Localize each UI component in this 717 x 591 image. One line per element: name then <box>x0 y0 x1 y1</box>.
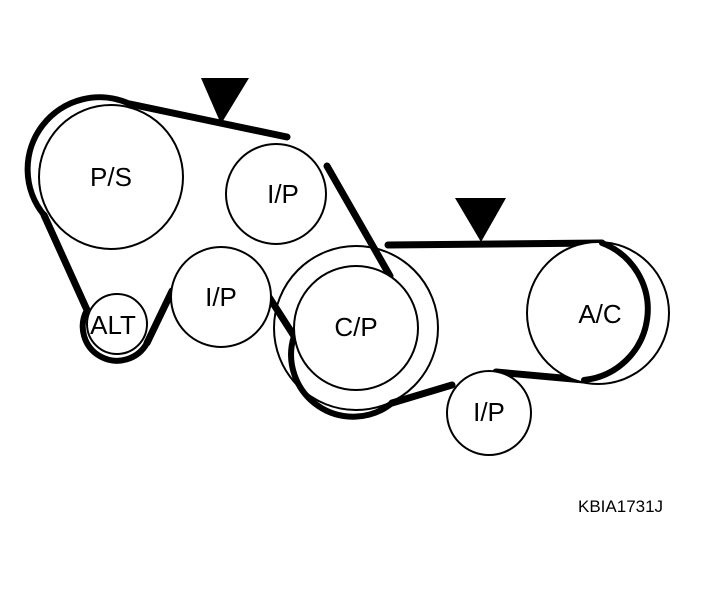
belt-path <box>40 100 606 420</box>
belt-wrap-crank <box>288 333 395 420</box>
ac-pulley-label: A/C <box>578 299 621 329</box>
down-arrow-icon <box>201 78 249 124</box>
crank-pulley-label: C/P <box>334 312 377 342</box>
belt-wrap-ac <box>581 240 651 383</box>
alt-pulley <box>86 293 148 355</box>
belt-segment-ps-to-idler-top <box>126 100 291 141</box>
crank-pulley <box>293 265 419 391</box>
belt-segment-idler-top-to-crank <box>323 162 394 280</box>
ps-pulley <box>38 104 184 250</box>
belt-segment-crank-to-ac <box>384 239 606 249</box>
belt-segment-idler-bottom-to-crank <box>388 381 456 407</box>
idler-top-pulley-label: I/P <box>267 179 299 209</box>
idler-bottom-pulley <box>446 370 532 456</box>
idler-mid-pulley-label: I/P <box>205 282 237 312</box>
belt-wrap-alt <box>79 307 150 364</box>
belt-wrap-ps <box>24 94 133 218</box>
down-arrow-icon <box>455 198 506 242</box>
ps-pulley-label: P/S <box>90 162 132 192</box>
alt-pulley-label: ALT <box>90 310 136 340</box>
belt-segment-idler-mid-to-alt <box>143 287 176 347</box>
reference-code: KBIA1731J <box>578 497 664 516</box>
belt-segment-alt-to-ps <box>40 211 91 314</box>
idler-mid-pulley <box>170 246 272 348</box>
idler-bottom-pulley-label: I/P <box>473 397 505 427</box>
idler-top-pulley <box>225 143 327 245</box>
